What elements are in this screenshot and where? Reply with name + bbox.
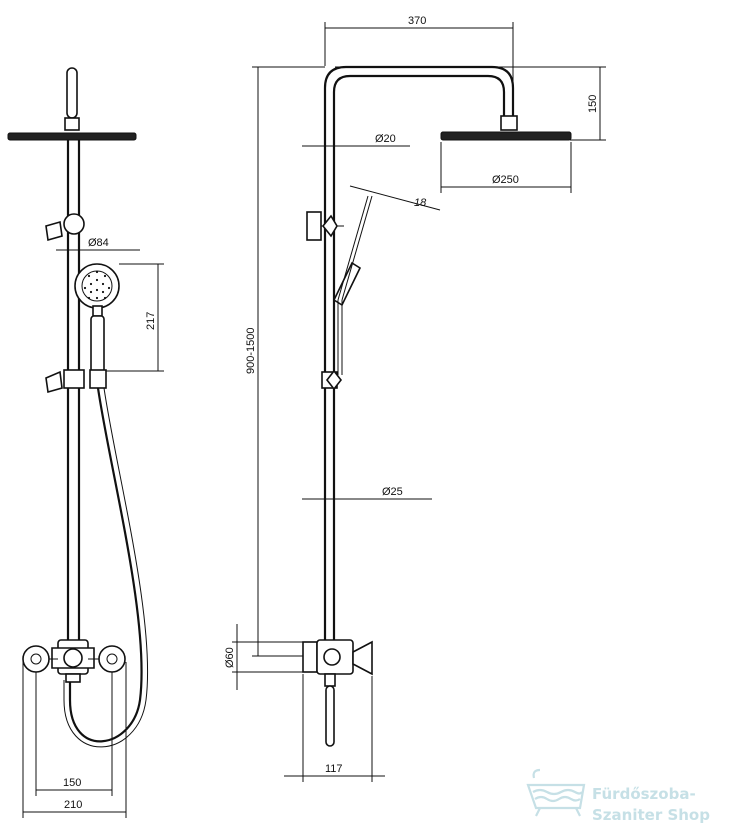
dim-dia-60: Ø60 <box>224 647 236 668</box>
dim-dia-250: Ø250 <box>492 174 519 186</box>
watermark: Fürdőszoba- Szaniter Shop <box>526 768 710 824</box>
dim-dia-84: Ø84 <box>88 237 109 249</box>
dim-dia-20: Ø20 <box>375 133 396 145</box>
dim-depth-117: 117 <box>325 763 343 775</box>
dim-dia-25: Ø25 <box>382 486 403 498</box>
dim-height-900-1500: 900-1500 <box>245 328 257 375</box>
watermark-line1: Fürdőszoba- <box>592 785 696 803</box>
front-view <box>7 67 149 748</box>
dimension-lines <box>22 22 606 818</box>
dim-width-150: 150 <box>63 777 81 789</box>
dim-width-210: 210 <box>64 799 82 811</box>
watermark-line2: Szaniter Shop <box>592 806 710 824</box>
bathtub-logo-icon <box>526 768 586 817</box>
side-view <box>302 65 572 747</box>
dim-width-370: 370 <box>408 15 426 27</box>
dim-height-150: 150 <box>587 95 599 113</box>
dim-angle-18: 18 <box>414 197 427 209</box>
dim-height-217: 217 <box>145 312 157 330</box>
